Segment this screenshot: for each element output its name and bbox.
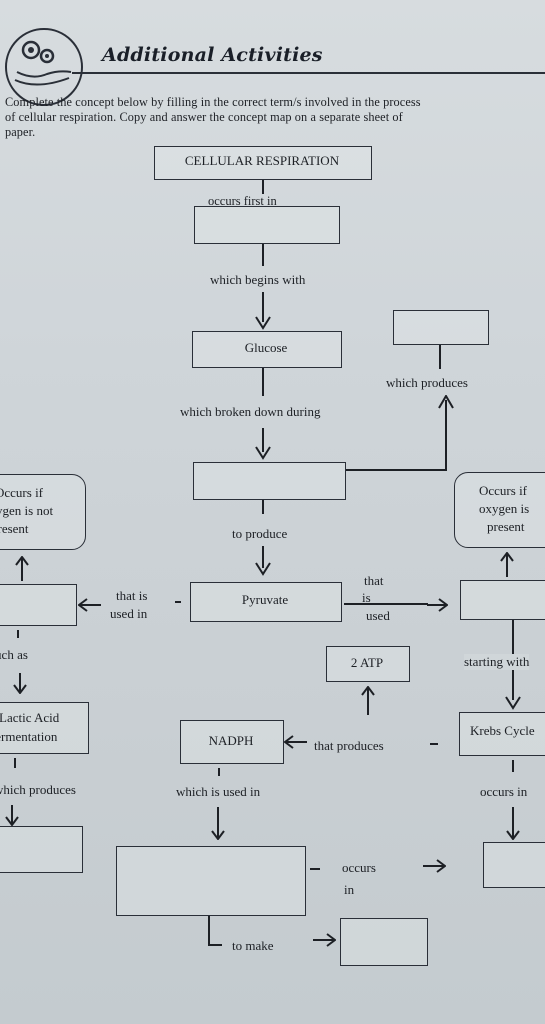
lactic-line2: Fermentation <box>0 729 58 744</box>
left-oval-line3: present <box>0 521 29 536</box>
connector <box>310 868 320 870</box>
occurs-first-in-label: occurs first in <box>208 194 277 208</box>
connector <box>262 180 264 194</box>
arrow-down-icon <box>255 316 271 330</box>
arrow-right-icon <box>423 859 446 873</box>
two-atp-box: 2 ATP <box>326 646 410 682</box>
that-produces-label: that produces <box>314 738 384 753</box>
nadph-box: NADPH <box>180 720 284 764</box>
arrow-left-icon <box>78 598 101 612</box>
connector <box>346 469 447 471</box>
that-is-label: that is <box>116 588 148 603</box>
connector <box>512 760 514 772</box>
connector <box>445 400 447 470</box>
connector <box>262 292 264 322</box>
arrow-down-icon <box>5 805 19 826</box>
aerobic-oval: Occurs if oxygen is present <box>454 472 545 548</box>
connector <box>262 546 264 568</box>
arrow-up-icon <box>500 552 514 577</box>
right-oval-line1: Occurs if <box>479 483 528 498</box>
is-label: is <box>362 590 371 605</box>
connector <box>208 916 210 946</box>
arrow-right-icon <box>313 933 336 947</box>
connector <box>344 603 428 605</box>
left-oval-line1: Occurs if <box>0 485 44 500</box>
occurs-label: occurs <box>342 860 376 875</box>
title-underline <box>72 72 545 74</box>
connector <box>430 743 438 745</box>
arrow-down-icon <box>13 673 27 694</box>
to-produce-label: to produce <box>232 526 288 541</box>
connector <box>262 368 264 396</box>
in-label: in <box>344 882 355 897</box>
answer-box-2[interactable] <box>193 462 346 500</box>
gears-hand-icon <box>14 40 72 86</box>
arrow-up-icon <box>15 556 29 581</box>
pyruvate-box: Pyruvate <box>190 582 342 622</box>
starting-with-label: starting with <box>464 654 530 670</box>
occurs-in-right-label: occurs in <box>480 784 528 799</box>
connector <box>262 428 264 452</box>
activity-logo <box>5 28 83 106</box>
connector <box>262 500 264 514</box>
arrow-up-icon <box>361 686 375 715</box>
such-as-label: such as <box>0 647 28 662</box>
answer-box-right-top[interactable] <box>393 310 489 345</box>
background-print <box>200 190 203 201</box>
connector <box>14 758 16 768</box>
arrow-down-icon <box>505 696 521 710</box>
answer-box-1[interactable] <box>194 206 340 244</box>
left-oval-line2: oxygen is not <box>0 503 54 518</box>
krebs-label: Krebs Cycle <box>470 723 535 738</box>
connector <box>17 630 19 638</box>
connector <box>208 944 222 946</box>
used-in-label: used in <box>110 606 148 621</box>
arrow-left-icon <box>284 735 307 749</box>
that-label: that <box>364 573 384 588</box>
connector <box>439 345 441 369</box>
answer-box-middle[interactable] <box>116 846 306 916</box>
answer-box-bottom[interactable] <box>340 918 428 966</box>
answer-box-left[interactable] <box>0 584 77 626</box>
to-make-label: to make <box>232 938 274 953</box>
connector <box>262 244 264 266</box>
right-oval-line3: present <box>487 519 525 534</box>
root-label: CELLULAR RESPIRATION <box>184 153 340 168</box>
krebs-cycle-box: Krebs Cycle <box>459 712 545 756</box>
anaerobic-oval: Occurs if oxygen is not present <box>0 474 86 550</box>
glucose-box: Glucose <box>192 331 342 368</box>
arrow-up-icon <box>438 395 454 409</box>
which-produces-right-label: which produces <box>386 375 468 390</box>
connector <box>175 601 181 603</box>
used-label: used <box>366 608 390 623</box>
which-broken-down-label: which broken down during <box>180 404 321 419</box>
answer-box-left-bottom[interactable] <box>0 826 83 873</box>
arrow-down-icon <box>506 807 520 840</box>
pyruvate-label: Pyruvate <box>241 592 289 607</box>
instructions-line-1: Complete the concept below by filling in… <box>5 95 421 109</box>
instructions-line-2: of cellular respiration. Copy and answer… <box>5 110 403 124</box>
which-produces-left-label: which produces <box>0 782 76 797</box>
glucose-label: Glucose <box>244 340 288 355</box>
arrow-right-icon <box>427 598 448 612</box>
two-atp-label: 2 ATP <box>350 655 384 670</box>
root-box: CELLULAR RESPIRATION <box>154 146 372 180</box>
section-title: Additional Activities <box>102 44 323 66</box>
connector <box>218 768 220 776</box>
which-is-used-in-label: which is used in <box>176 784 261 799</box>
answer-box-right[interactable] <box>460 580 545 620</box>
answer-box-right-bottom[interactable] <box>483 842 545 888</box>
right-oval-line2: oxygen is <box>479 501 530 516</box>
lactic-acid-fermentation-box: Lactic Acid Fermentation <box>0 702 89 754</box>
arrow-down-icon <box>211 807 225 840</box>
instructions: Complete the concept below by filling in… <box>5 95 545 140</box>
nadph-label: NADPH <box>208 733 254 748</box>
instructions-line-3: paper. <box>5 125 36 139</box>
arrow-down-icon <box>255 562 271 576</box>
which-begins-with-label: which begins with <box>210 272 306 287</box>
arrow-down-icon <box>255 446 271 460</box>
lactic-line1: Lactic Acid <box>0 710 60 725</box>
